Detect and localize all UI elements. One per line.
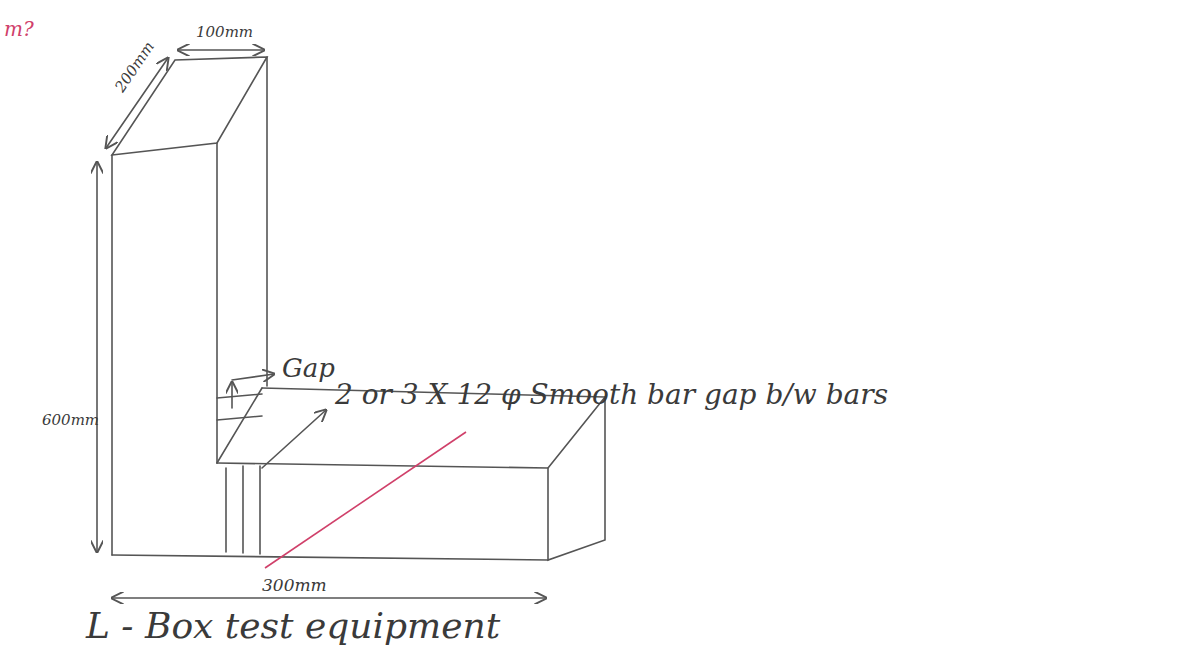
dimension-line: [178, 49, 264, 51]
red-pointer-line: [265, 432, 466, 568]
dimension-label: 300mm: [262, 576, 327, 595]
dimension-label: 600mm: [42, 412, 99, 429]
margin-note: m?: [4, 18, 34, 40]
trough-base: [112, 555, 548, 560]
trough-edge: [217, 388, 262, 463]
caption: L - Box test equipment: [86, 606, 500, 646]
trough-end: [548, 397, 605, 560]
dimension-line: [96, 162, 98, 552]
smooth-bars: [226, 466, 260, 554]
dimension-line: [112, 597, 546, 599]
dimension-label: 200mm: [112, 39, 158, 96]
column-edge: [266, 57, 268, 386]
gap-arrow: [231, 382, 233, 408]
column-edge: [111, 155, 113, 555]
column-edge: [216, 143, 218, 463]
leader-arrow: [232, 374, 274, 380]
dimension-label: 100mm: [196, 24, 253, 41]
leader-arrow: [262, 410, 326, 468]
gate-label: Gap: [282, 354, 335, 383]
bar-note: 2 or 3 X 12 φ Smooth bar gap b/w bars: [335, 380, 888, 411]
